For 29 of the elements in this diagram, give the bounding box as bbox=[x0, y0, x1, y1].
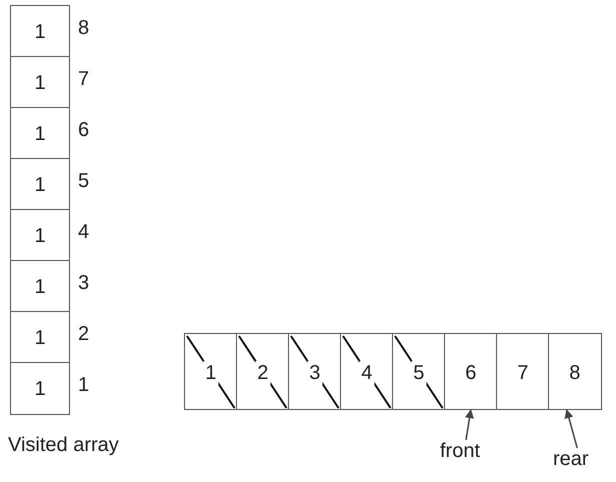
array-cell bbox=[10, 158, 70, 210]
index-number: 6 bbox=[78, 119, 90, 142]
array-cell bbox=[10, 260, 70, 312]
index-number: 1 bbox=[78, 374, 90, 397]
arrow bbox=[564, 409, 578, 448]
pointer-label: front bbox=[440, 440, 492, 466]
cell-value: 3 bbox=[307, 360, 322, 384]
array-cell bbox=[10, 107, 70, 160]
cell-value: 4 bbox=[359, 360, 374, 384]
array-cell bbox=[10, 56, 70, 108]
index-number: 4 bbox=[78, 221, 90, 244]
index-number: 3 bbox=[78, 272, 90, 295]
array-caption: Visited array bbox=[8, 434, 119, 457]
array-cell bbox=[10, 311, 70, 364]
array-cell bbox=[444, 333, 498, 410]
array-cell bbox=[10, 5, 70, 58]
cell-value: 5 bbox=[411, 360, 426, 384]
array-cell bbox=[548, 333, 602, 410]
arrow bbox=[465, 409, 474, 440]
index-number: 7 bbox=[78, 68, 90, 91]
cell-value: 1 bbox=[203, 360, 218, 384]
pointer-label: rear bbox=[553, 448, 597, 474]
cell-value: 2 bbox=[255, 360, 270, 384]
index-number: 5 bbox=[78, 170, 90, 193]
array-cell bbox=[10, 209, 70, 262]
array-cell bbox=[496, 333, 550, 410]
index-number: 8 bbox=[78, 17, 90, 40]
index-number: 2 bbox=[78, 323, 90, 346]
array-cell bbox=[10, 362, 70, 414]
